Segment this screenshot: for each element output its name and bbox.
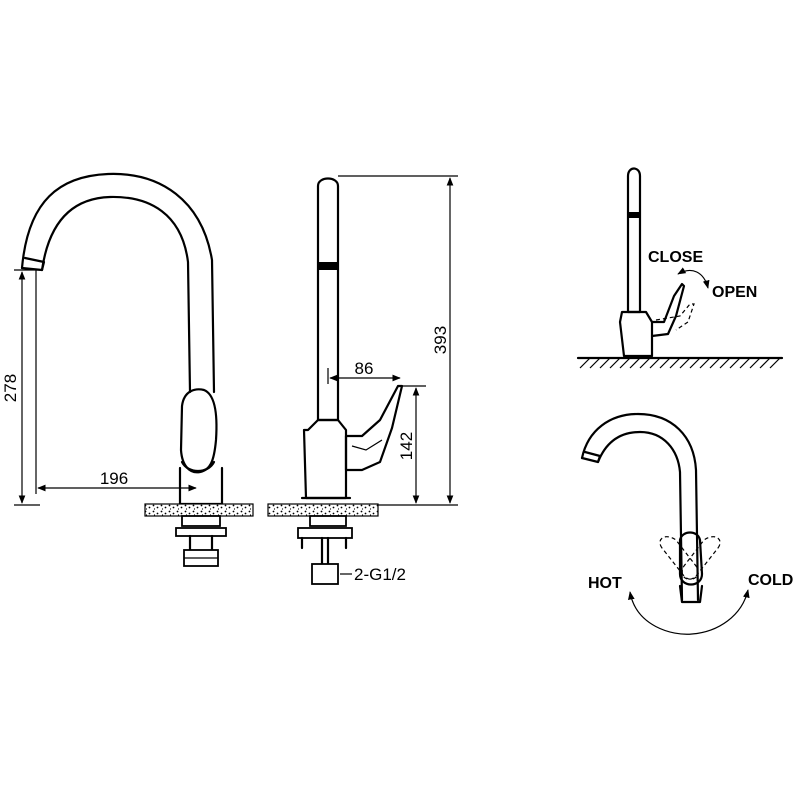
front-handle xyxy=(179,388,218,474)
dim-total-height: 393 xyxy=(431,326,450,354)
hc-lever-hot xyxy=(659,536,699,580)
front-mount-plate xyxy=(175,527,227,537)
connection-label: 2-G1/2 xyxy=(354,565,406,584)
label-open: OPEN xyxy=(712,284,757,301)
dim-spout-reach: 196 xyxy=(100,469,128,488)
hc-arrow xyxy=(628,589,750,635)
hc-lever xyxy=(678,531,704,586)
hot-cold-view: HOT COLD xyxy=(580,412,793,635)
dim-spout-height: 278 xyxy=(1,374,20,402)
side-counter xyxy=(267,503,379,517)
front-body xyxy=(178,466,224,506)
oc-lever-open xyxy=(655,303,695,331)
hc-spout-outer xyxy=(580,412,700,602)
front-mount-nut xyxy=(181,515,221,527)
dim-handle-height: 142 xyxy=(397,432,416,460)
oc-arrow xyxy=(677,267,710,289)
front-spout-inner xyxy=(40,195,192,394)
side-mount-nut xyxy=(309,515,347,527)
front-aerator xyxy=(20,256,46,272)
side-lever xyxy=(344,384,404,472)
side-mount-bracket xyxy=(297,527,353,539)
side-aerator-band xyxy=(318,262,338,270)
oc-pipe xyxy=(626,167,642,314)
open-close-view: CLOSE OPEN xyxy=(576,167,784,369)
oc-body xyxy=(618,310,654,358)
label-hot: HOT xyxy=(588,575,622,592)
dim-handle-offset: 86 xyxy=(355,359,374,378)
hc-lever-cold xyxy=(681,536,721,580)
hc-spout-inner xyxy=(596,430,684,602)
label-cold: COLD xyxy=(748,572,793,589)
side-view: 2-G1/2 393 86 142 xyxy=(267,175,458,585)
front-spout-outer xyxy=(20,172,216,394)
side-body xyxy=(302,418,348,500)
label-close: CLOSE xyxy=(648,249,703,266)
front-view: 278 196 xyxy=(1,172,254,567)
front-counter xyxy=(144,503,254,517)
side-hose-fitting xyxy=(311,563,339,585)
front-handle-ring xyxy=(180,460,216,473)
